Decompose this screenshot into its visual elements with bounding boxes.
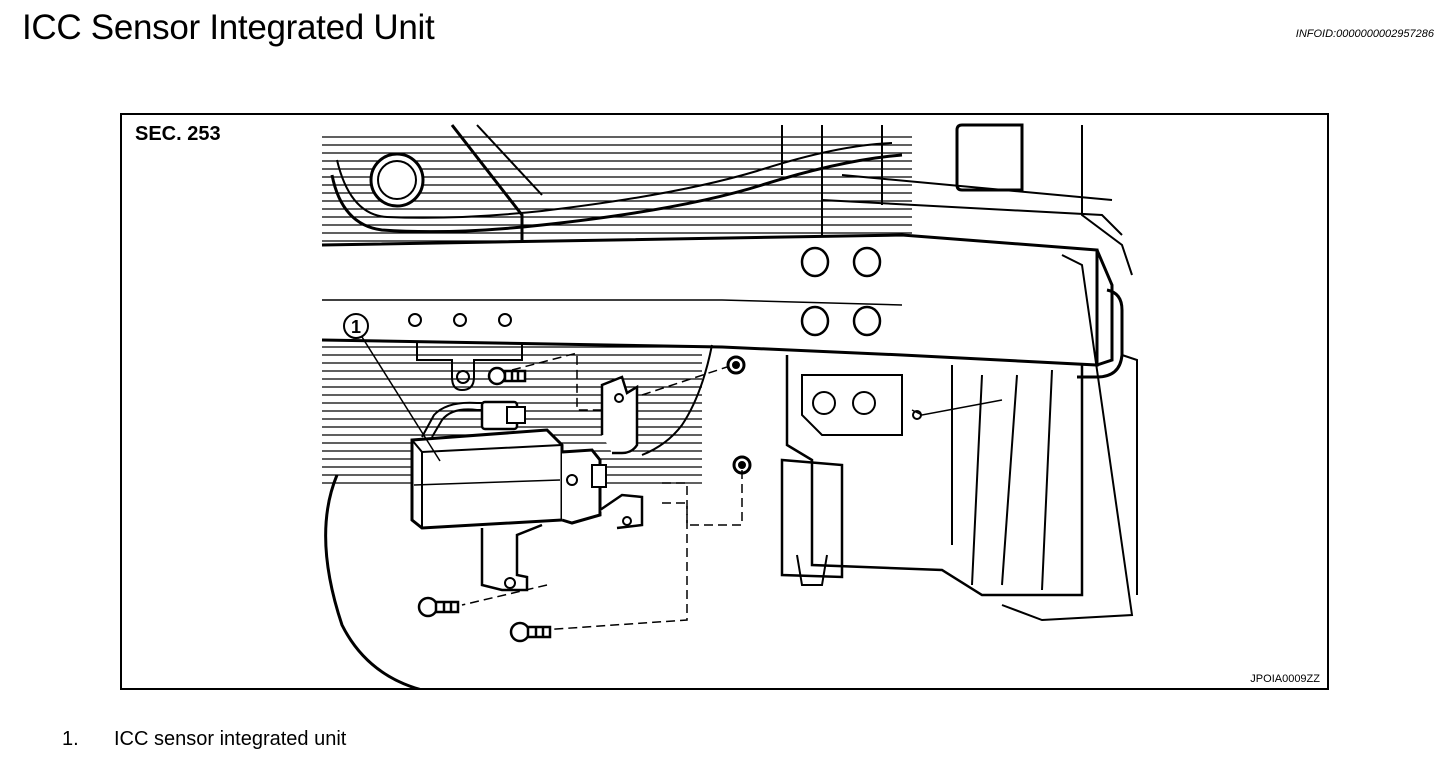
page-title: ICC Sensor Integrated Unit: [22, 8, 435, 47]
legend-label: ICC sensor integrated unit: [114, 728, 347, 750]
info-id: INFOID:0000000002957286: [1295, 28, 1434, 40]
legend-item: 1. ICC sensor integrated unit: [62, 728, 346, 751]
legend-number: 1.: [62, 728, 79, 750]
illustration-frame: 1 SEC. 253 JPOIA0009ZZ: [120, 113, 1329, 690]
exploded-view-illustration: 1: [321, 123, 1138, 688]
bolt-upper: [487, 366, 527, 386]
figure-code: JPOIA0009ZZ: [1250, 673, 1320, 685]
leader-lines-dashed: [461, 352, 743, 631]
bolt-lower-center: [509, 621, 552, 643]
callout-1-number: 1: [351, 317, 361, 337]
bolt-lower-left: [417, 596, 460, 618]
section-label: SEC. 253: [135, 123, 221, 145]
callout-1-circle: [343, 313, 369, 339]
